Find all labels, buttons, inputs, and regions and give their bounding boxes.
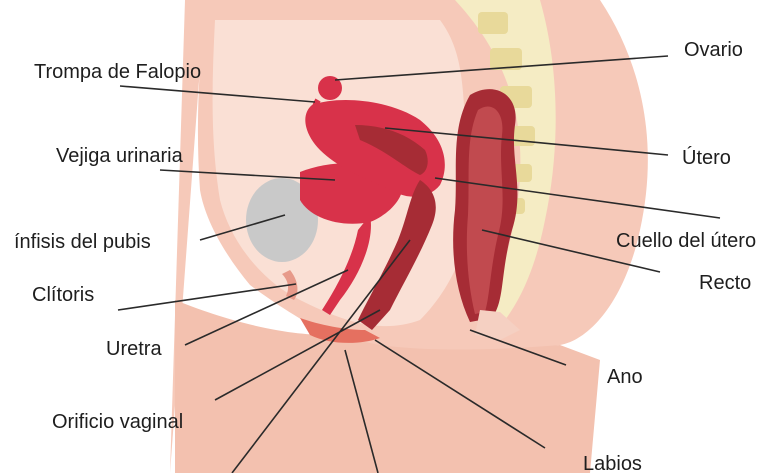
label-recto: Recto [699,273,751,293]
label-ovario: Ovario [684,40,743,60]
label-ano: Ano [607,367,643,387]
label-uretra: Uretra [106,339,162,359]
label-cuello: Cuello del útero [616,231,756,251]
label-sinfisis: ínfisis del pubis [14,232,151,252]
label-labios: Labios [583,454,642,474]
label-orificio: Orificio vaginal [52,412,183,432]
label-utero: Útero [682,148,731,168]
label-clitoris: Clítoris [32,285,94,305]
label-trompa: Trompa de Falopio [34,62,201,82]
label-vejiga: Vejiga urinaria [56,146,183,166]
